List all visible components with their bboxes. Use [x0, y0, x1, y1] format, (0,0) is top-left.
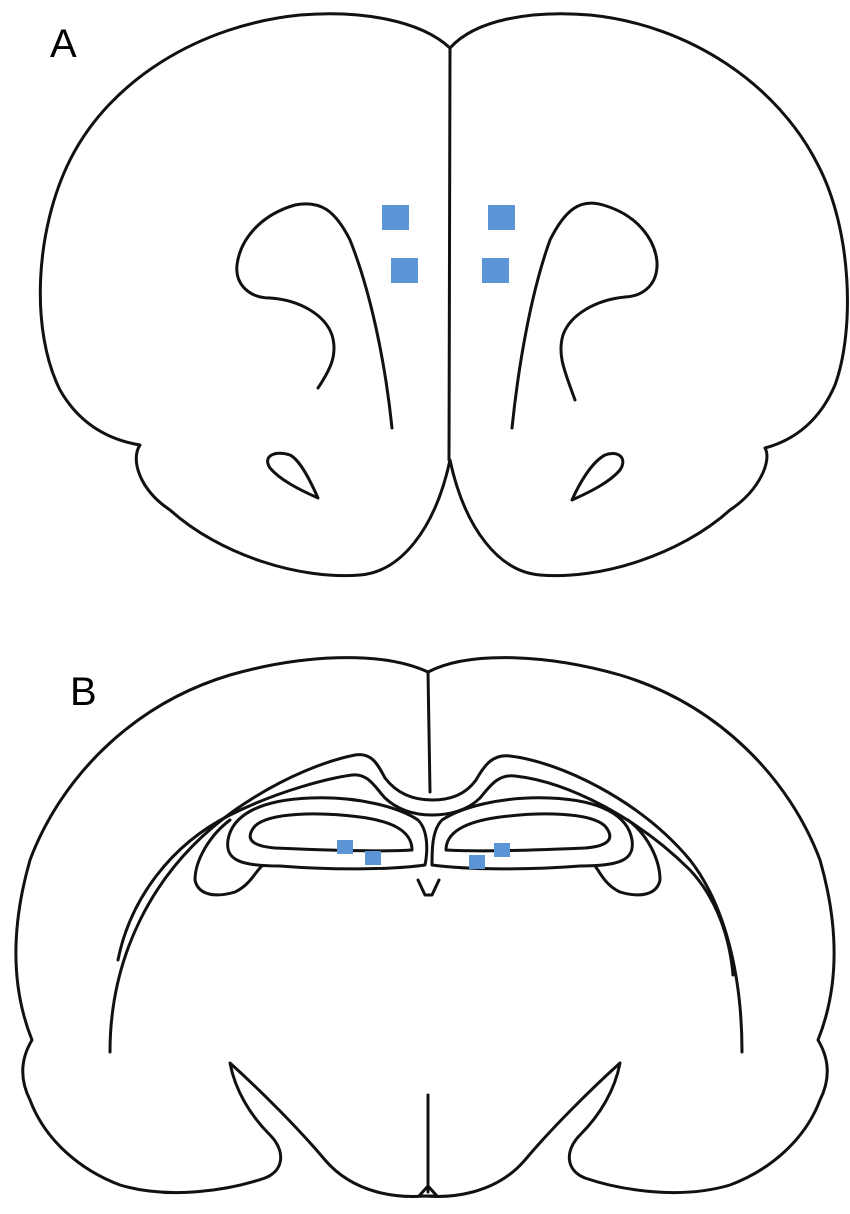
section-b-site-marker-1	[337, 840, 353, 854]
section-b-site-marker-3	[494, 843, 510, 857]
section-b-left-ventricle-outer	[228, 798, 427, 869]
section-a-outer-outline	[40, 14, 847, 576]
section-b-inner-arc	[118, 775, 733, 975]
section-a-site-marker-1	[382, 205, 409, 230]
section-a-midline	[449, 48, 450, 460]
section-a-right-ventricle	[512, 203, 657, 428]
section-a-site-marker-3	[391, 258, 418, 283]
section-a-site-marker-4	[482, 258, 509, 283]
section-a-left-ventricle	[237, 204, 392, 428]
section-b-outer-outline	[16, 658, 834, 1197]
section-b-left-ventricle-inner	[250, 814, 412, 851]
section-b-midline-upper	[428, 672, 430, 792]
section-b-outer-arc	[110, 755, 742, 1052]
section-b-site-marker-4	[469, 855, 485, 869]
section-b-right-ventricle-inner	[446, 814, 610, 851]
coronal-section-a	[40, 14, 847, 576]
coronal-section-b	[16, 658, 834, 1197]
section-a-site-marker-2	[488, 205, 515, 230]
section-b-site-marker-2	[365, 851, 381, 865]
section-b-central-structure	[418, 880, 439, 895]
section-a-left-commissure	[268, 453, 318, 498]
section-a-right-commissure	[572, 453, 623, 500]
